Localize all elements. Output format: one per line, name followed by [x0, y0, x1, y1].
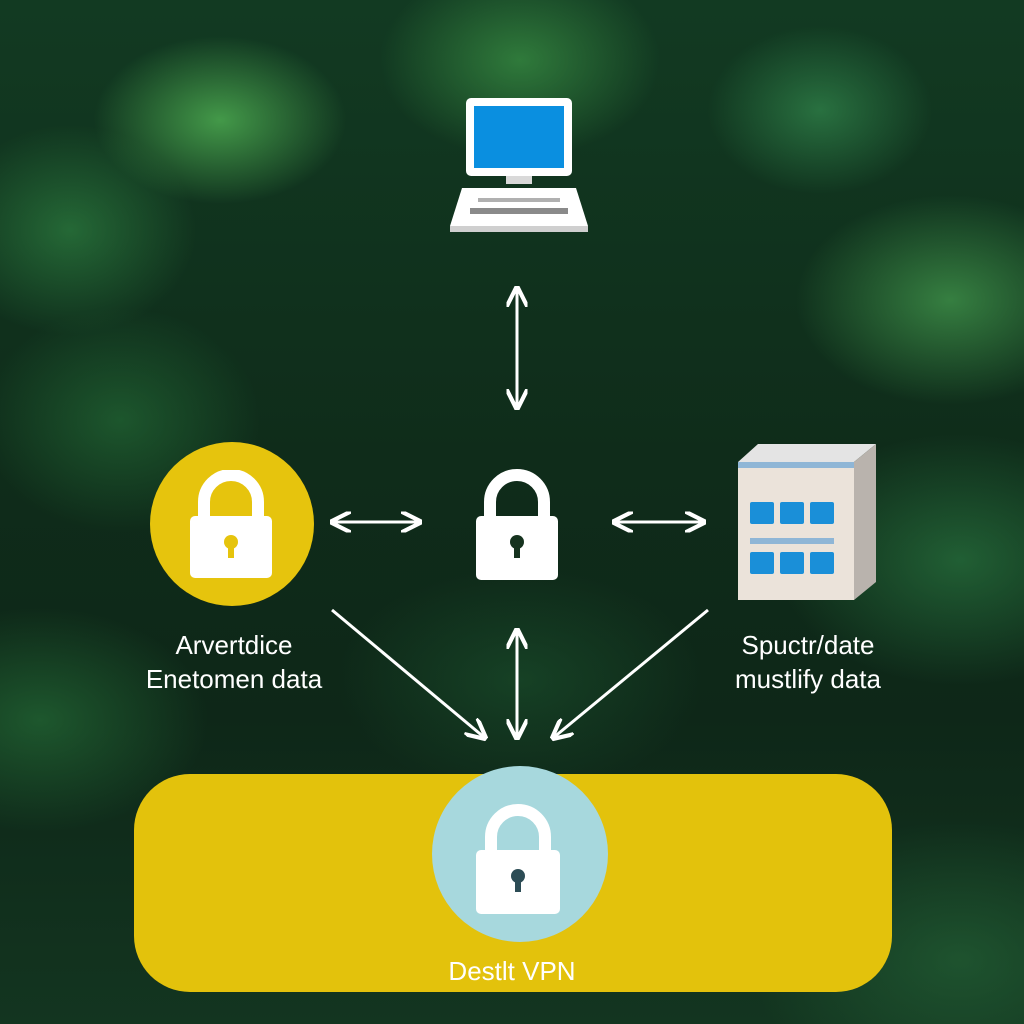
arrow-right-vpn: [553, 608, 709, 738]
arrow-left-vpn: [331, 608, 485, 738]
right-node-label-line1: Spuctr/date: [741, 630, 875, 660]
vpn-label: Destlt VPN: [448, 956, 576, 986]
left-node-label-line1: Arvertdice: [175, 630, 293, 660]
left-padlock-icon: [190, 470, 272, 578]
computer-icon: [450, 98, 588, 232]
server-icon: [738, 444, 876, 600]
right-node-label-line2: mustlify data: [735, 664, 881, 694]
left-node-label-line2: Enetomen data: [145, 664, 323, 694]
vpn-padlock-icon: [476, 804, 560, 914]
center-padlock-icon: [476, 469, 558, 580]
